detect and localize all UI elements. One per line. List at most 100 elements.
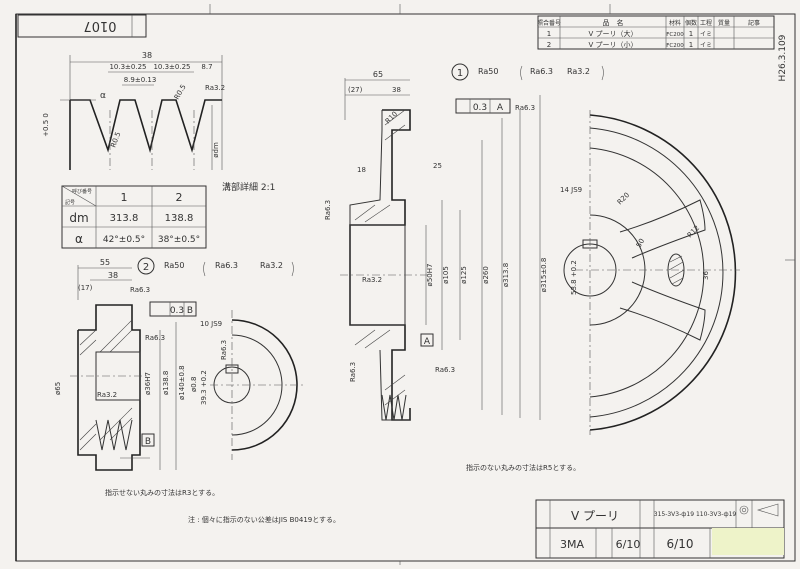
small-ra-paren1: Ra6.3 <box>215 261 238 270</box>
large-ra-paren1: Ra6.3 <box>530 67 553 76</box>
large-d-od: ø315±0.8 <box>540 258 548 293</box>
small-offset: (17) <box>78 284 93 292</box>
large-pulley-outline <box>349 109 411 421</box>
small-item-number: 2 <box>143 262 149 273</box>
large-offset: (27) <box>348 86 363 94</box>
drawing-number: 0107 <box>83 18 116 33</box>
parts-row2-name: V プーリ（小） <box>588 40 637 49</box>
small-ra-paren2: Ra3.2 <box>260 261 283 270</box>
large-dim-50: 50 <box>635 237 646 249</box>
large-d-bore: ø50H7 <box>426 264 434 287</box>
parts-row2-material: FC200 <box>666 43 684 49</box>
table-row-alpha: α <box>75 232 83 246</box>
groove-detail-caption: 溝部詳細 2:1 <box>222 181 275 193</box>
parts-row1-name: V プーリ（大） <box>588 29 637 38</box>
parts-header-qty: 個数 <box>685 19 697 27</box>
drawing-number-box <box>17 14 147 38</box>
parts-header-material: 材料 <box>669 19 681 27</box>
groove-edge: 8.7 <box>201 63 212 71</box>
table-corner-bottom: 記号 <box>65 199 75 206</box>
large-key-width: 14 JS9 <box>560 186 582 194</box>
large-ra-face: Ra6.3 <box>515 104 535 112</box>
large-r25: 25 <box>433 162 442 170</box>
large-hub-len: 65 <box>373 70 383 79</box>
table-dm1: 313.8 <box>110 213 139 224</box>
small-pulley-section: 2 Ra50 Ra6.3 Ra3.2 55 38 (17) Ra6.3 0.3 … <box>54 257 294 471</box>
parts-header-no: 照合番号 <box>537 19 561 27</box>
parts-row1-process: イミ <box>700 31 712 38</box>
title-block: V プーリ 315-3V3-ф19 110-3V3-ф19 3MA 6/10 6… <box>535 499 785 559</box>
groove-pitch1: 10.3±0.25 <box>109 63 146 71</box>
large-r20: R20 <box>616 191 631 206</box>
groove-overall-width: 38 <box>142 51 152 60</box>
table-row-dm: dm <box>69 211 88 225</box>
large-runout-datum: A <box>497 103 504 113</box>
groove-r05-b: R0.5 <box>173 83 188 101</box>
small-key-width: 10 JS9 <box>200 320 222 328</box>
small-surface-ra: Ra50 <box>164 261 184 270</box>
projection-symbol-circle <box>739 505 749 515</box>
large-ra-bottom: Ra6.3 <box>435 366 455 374</box>
parts-row2-no: 2 <box>547 41 551 49</box>
large-d-260: ø260 <box>482 266 490 284</box>
title-scale-2: 6/10 <box>667 537 694 551</box>
title-name: V プーリ <box>571 509 619 523</box>
small-key-depth: 39.3 +0.2 <box>200 370 208 405</box>
large-item-number: 1 <box>457 68 463 79</box>
groove-ra: Ra3.2 <box>205 84 225 92</box>
table-col1: 1 <box>121 191 128 204</box>
small-datum-label: B <box>145 437 151 447</box>
fillet-note-small: 指示せない丸みの寸法はR3とする。 <box>105 488 219 497</box>
sticky-note <box>712 528 784 555</box>
small-hub-len: 55 <box>100 258 110 267</box>
large-pulley-side-view: 14 JS9 53.8 +0.2 R20 R12 50 36 <box>560 110 740 435</box>
table-col2: 2 <box>176 191 183 204</box>
large-groove-len: 38 <box>392 86 401 94</box>
parts-row1-material: FC200 <box>666 32 684 38</box>
small-groove-len: 38 <box>108 271 118 280</box>
small-d-od: ø140±0.8 <box>178 365 186 400</box>
small-ra-key: Ra6.3 <box>220 340 228 360</box>
groove-profile <box>70 99 222 154</box>
title-part-ref: 315-3V3-ф19 110-3V3-ф19 <box>654 511 737 518</box>
side-label: H26.3.109 <box>778 34 788 81</box>
small-ra-face: Ra6.3 <box>145 334 165 342</box>
large-spoke-upper <box>619 199 706 259</box>
groove-dimension-table: 呼び番号 記号 1 2 dm α 313.8 138.8 42°±0.5° 38… <box>61 185 207 249</box>
groove-alpha: α <box>100 91 106 101</box>
small-d-dm: ø138.8 <box>162 371 170 395</box>
small-datum-box <box>141 433 155 447</box>
parts-header-mass: 質量 <box>718 19 730 27</box>
groove-top-width: 8.9±0.13 <box>124 76 157 84</box>
table-dm2: 138.8 <box>165 213 194 224</box>
large-r10: R10 <box>384 110 399 125</box>
small-runout-datum: B <box>187 306 193 316</box>
parts-list-table: 照合番号 品 名 材料 個数 工程 質量 記事 1 V プーリ（大） FC200… <box>537 15 775 50</box>
tolerance-note: 注 : 個々に指示のない公差はJIS B0419とする。 <box>188 515 340 524</box>
large-d-105: ø105 <box>442 266 450 284</box>
groove-pitch2: 10.3±0.25 <box>153 63 190 71</box>
large-key-depth: 53.8 +0.2 <box>570 260 578 295</box>
large-grooves <box>381 394 407 421</box>
groove-dm-label: ødm <box>212 142 220 158</box>
table-corner-top: 呼び番号 <box>72 188 92 195</box>
large-d-dm: ø313.8 <box>502 263 510 287</box>
parts-header-note: 記事 <box>748 19 760 27</box>
large-spoke-lower <box>619 281 706 341</box>
small-ra-top: Ra6.3 <box>130 286 150 294</box>
large-d-125: ø125 <box>460 266 468 284</box>
small-ra-bore: Ra3.2 <box>97 391 117 399</box>
title-scale: 6/10 <box>616 538 641 551</box>
small-pulley-outline <box>77 304 141 471</box>
parts-row2-process: イミ <box>700 42 712 49</box>
fillet-note-large: 指示のない丸みの寸法はR5とする。 <box>466 463 580 472</box>
projection-symbol-cone <box>756 503 779 517</box>
large-dim-36: 36 <box>702 271 710 280</box>
large-runout-value: 0.3 <box>473 103 487 113</box>
large-ra-left: Ra6.3 <box>324 200 332 220</box>
large-ra-side: Ra6.3 <box>349 362 357 382</box>
title-material-code: 3MA <box>560 538 584 551</box>
small-d-hub: ø65 <box>54 382 62 395</box>
